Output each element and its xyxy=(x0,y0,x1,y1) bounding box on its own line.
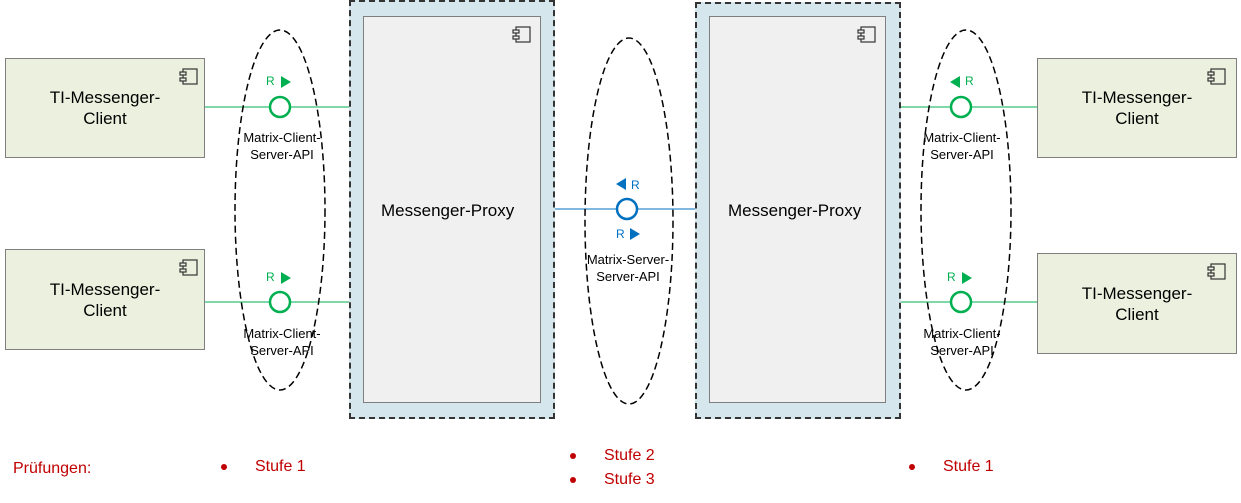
svg-text:R: R xyxy=(631,178,640,192)
component-icon xyxy=(857,26,876,43)
svg-text:R: R xyxy=(266,74,275,88)
checks-title: Prüfungen: xyxy=(13,460,92,477)
client-server-api-label: Matrix-Client- Server-API xyxy=(923,326,1001,358)
scope-ellipse xyxy=(234,29,326,391)
check-item: Stufe 2 xyxy=(604,447,655,464)
scope-ellipse xyxy=(920,29,1012,391)
ti-messenger-client-box: TI-Messenger- Client xyxy=(1037,58,1237,158)
svg-text:R: R xyxy=(616,227,625,241)
svg-text:R: R xyxy=(965,74,974,88)
role-arrow-right: R xyxy=(266,74,291,88)
component-icon xyxy=(512,26,531,43)
component-icon xyxy=(179,68,198,85)
interface-circle xyxy=(615,197,639,221)
client-label: TI-Messenger- Client xyxy=(1081,283,1193,324)
client-label: TI-Messenger- Client xyxy=(49,88,161,128)
interface-circle xyxy=(949,95,973,119)
interface-circle xyxy=(268,95,292,119)
client-label: TI-Messenger- Client xyxy=(49,279,161,320)
check-item: Stufe 1 xyxy=(255,458,306,475)
role-arrow-right: R xyxy=(947,270,972,284)
messenger-proxy-box: Messenger-Proxy xyxy=(363,16,541,403)
ti-messenger-client-box: TI-Messenger- Client xyxy=(5,58,205,158)
client-server-api-label: Matrix-Client- Server-API xyxy=(243,326,321,358)
ti-messenger-client-box: TI-Messenger- Client xyxy=(5,249,205,350)
client-server-api-label: Matrix-Client- Server-API xyxy=(243,130,321,162)
server-server-api-label: Matrix-Server- Server-API xyxy=(586,252,670,284)
ti-messenger-client-box: TI-Messenger- Client xyxy=(1037,253,1237,354)
scope-ellipse xyxy=(584,37,674,405)
component-icon xyxy=(1207,68,1226,85)
component-icon xyxy=(1207,263,1226,280)
role-arrow-left: R xyxy=(950,74,974,88)
check-item: Stufe 1 xyxy=(943,458,994,475)
client-server-api-label: Matrix-Client- Server-API xyxy=(923,130,1001,162)
client-label: TI-Messenger- Client xyxy=(1081,88,1193,128)
interface-circle xyxy=(949,290,973,314)
check-item: Stufe 3 xyxy=(604,471,655,488)
role-arrow-right: R xyxy=(266,270,291,284)
component-icon xyxy=(179,259,198,276)
svg-text:R: R xyxy=(947,270,956,284)
role-arrow-right: R xyxy=(616,227,640,241)
bullet-icon xyxy=(221,464,227,470)
bullet-icon xyxy=(570,477,576,483)
proxy-label: Messenger-Proxy xyxy=(728,201,862,220)
proxy-label: Messenger-Proxy xyxy=(381,201,515,220)
role-arrow-left: R xyxy=(616,178,640,192)
bullet-icon xyxy=(570,453,576,459)
svg-text:R: R xyxy=(266,270,275,284)
messenger-proxy-box: Messenger-Proxy xyxy=(709,16,886,403)
bullet-icon xyxy=(909,464,915,470)
interface-circle xyxy=(268,290,292,314)
